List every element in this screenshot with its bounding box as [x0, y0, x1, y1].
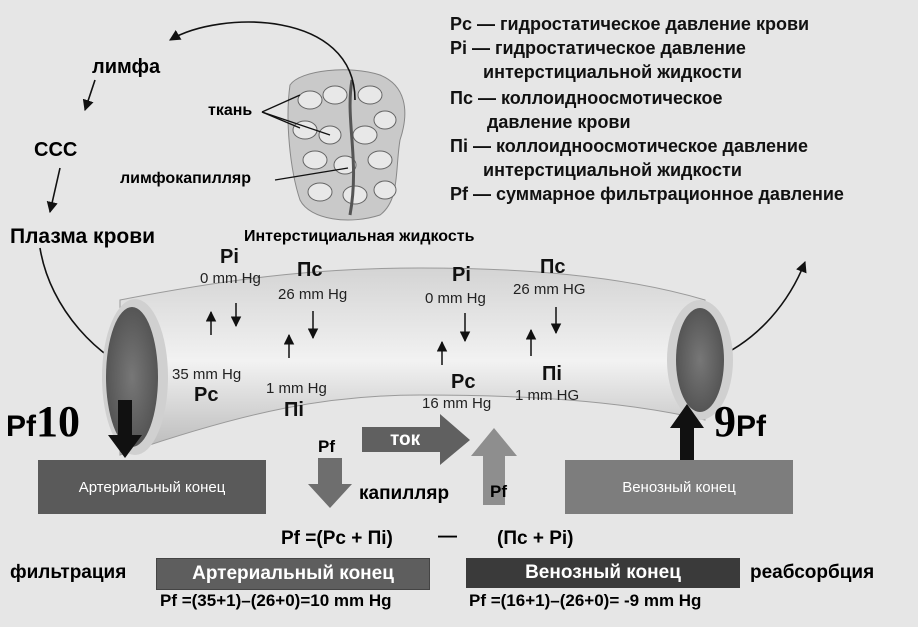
lymph-label: лимфа: [92, 56, 161, 78]
ccc-label: ССС: [34, 139, 78, 161]
rc-symbol-venous: Рс: [451, 371, 476, 393]
legend-item: Пi — коллоидноосмотическое давление: [450, 136, 808, 156]
legend-item: Рс — гидростатическое давление крови: [450, 14, 810, 34]
formula-right: (Пс + Pi): [497, 528, 574, 549]
pc-symbol-venous: Пс: [540, 256, 566, 278]
pi-symbol-venous: Pi: [452, 264, 471, 286]
pf-down-label: Pf: [318, 437, 335, 456]
legend-item: интерстициальной жидкости: [483, 62, 742, 82]
pc-symbol: Пс: [297, 259, 323, 281]
pii-symbol: Пi: [284, 399, 304, 421]
pii-value-venous: 1 mm HG: [515, 387, 580, 404]
legend-item: давление крови: [487, 112, 631, 132]
legend-item: Pi — гидростатическое давление: [450, 38, 746, 58]
pc-value: 26 mm Hg: [278, 286, 348, 303]
pii-symbol-venous: Пi: [542, 363, 562, 385]
pii-value: 1 mm Hg: [266, 380, 327, 397]
venous-end-box: Венозный конец: [565, 460, 793, 514]
plasma-label: Плазма крови: [10, 225, 156, 248]
lymph-capillary-label: лимфокапилляр: [120, 170, 252, 187]
capillary-label: капилляр: [359, 483, 450, 504]
pc-value-venous: 26 mm HG: [513, 281, 586, 298]
tissue-image: [287, 69, 406, 221]
calc-venous: Pf =(16+1)–(26+0)= -9 mm Hg: [469, 591, 702, 610]
pf-arterial: Pf10: [6, 397, 80, 446]
flow-label: ток: [390, 429, 421, 450]
pi-value: 0 mm Hg: [200, 270, 261, 287]
pf-venous: 9Pf: [714, 397, 766, 446]
calc-arterial: Pf =(35+1)–(26+0)=10 mm Hg: [160, 591, 392, 610]
rc-value: 35 mm Hg: [172, 366, 242, 383]
tissue-label: ткань: [208, 102, 253, 119]
legend-item: интерстициальной жидкости: [483, 160, 742, 180]
pi-symbol: Pi: [220, 246, 239, 268]
reabsorption-label: реабсорбция: [750, 562, 875, 583]
rc-value-venous: 16 mm Hg: [422, 395, 492, 412]
arterial-end-bottom-box: Артериальный конец: [156, 558, 430, 590]
interstitial-label: Интерстициальная жидкость: [244, 228, 475, 245]
venous-end-bottom-box: Венозный конец: [466, 558, 740, 588]
arterial-end-box: Артериальный конец: [38, 460, 266, 514]
formula-left: Pf =(Рс + Пi): [281, 528, 393, 549]
pi-value-venous: 0 mm Hg: [425, 290, 486, 307]
legend-item: Pf — суммарное фильтрационное давление: [450, 184, 844, 204]
filtration-label: фильтрация: [10, 562, 127, 583]
legend-item: Пс — коллоидноосмотическое: [450, 88, 723, 108]
pf-up-label: Pf: [490, 482, 507, 501]
formula-dash: —: [438, 526, 457, 547]
rc-symbol: Рс: [194, 384, 219, 406]
